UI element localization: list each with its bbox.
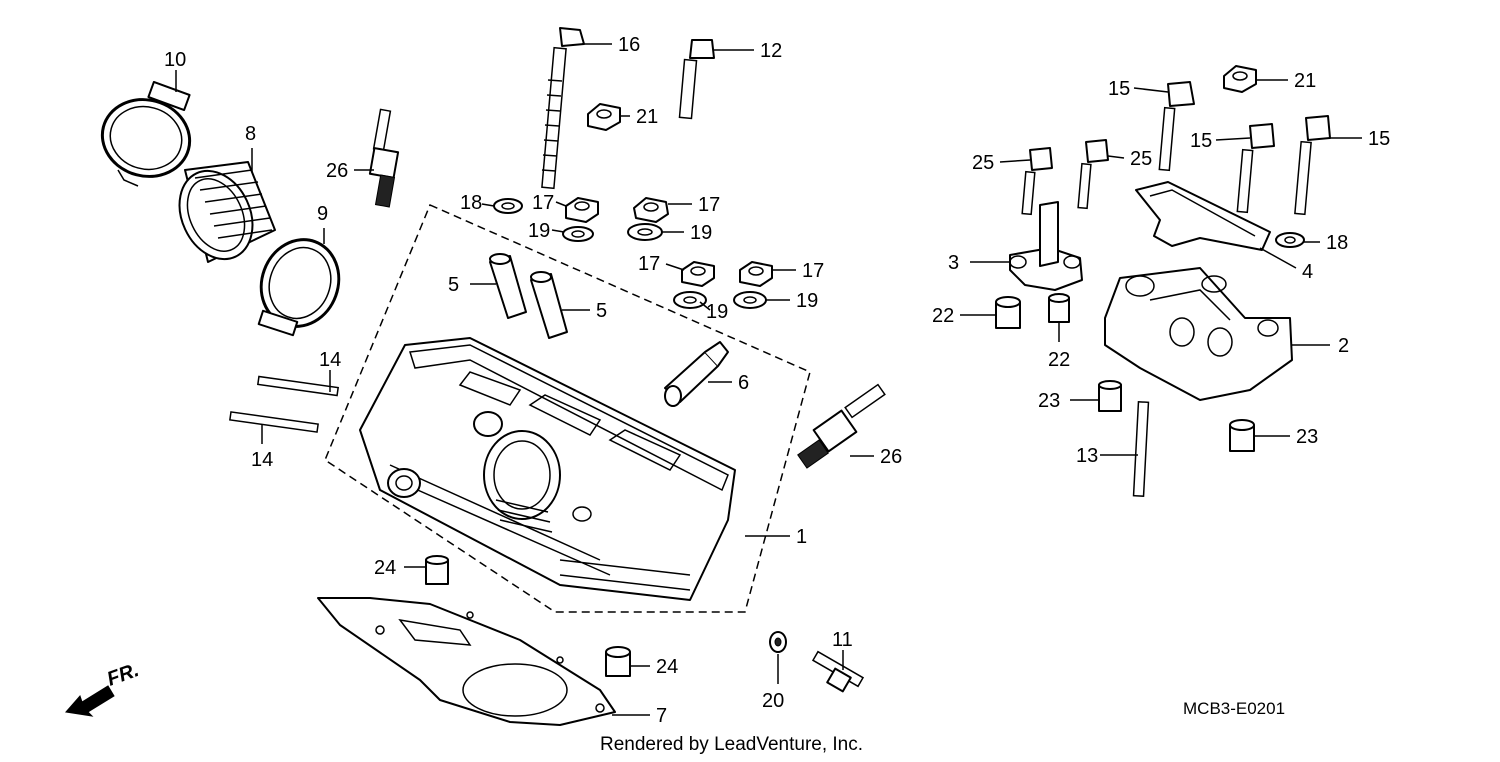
dowel-23-lower[interactable] (1229, 419, 1255, 452)
nut-17-a[interactable] (565, 197, 599, 223)
callout-21-center: 21 (636, 106, 658, 128)
callout-24-lower: 24 (656, 656, 678, 678)
bolt-25-b[interactable] (1077, 139, 1109, 210)
callout-15-a: 15 (1108, 78, 1130, 100)
dowel-pin-24-upper[interactable] (425, 555, 449, 585)
callout-5-left: 5 (448, 274, 459, 296)
callout-6: 6 (738, 372, 749, 394)
callout-18-left: 18 (460, 192, 482, 214)
valve-group-outline (324, 204, 811, 613)
front-marker-text: FR. (104, 659, 142, 691)
callouts: 1 2 3 4 5 5 6 7 8 9 10 11 12 13 14 14 15 (164, 34, 1390, 727)
callout-4: 4 (1302, 261, 1313, 283)
nut-21-center[interactable] (587, 103, 621, 131)
callout-22-left: 22 (932, 305, 954, 327)
callout-7: 7 (656, 705, 667, 727)
callout-16: 16 (618, 34, 640, 56)
bolt-15-b[interactable] (1236, 123, 1275, 214)
valve-guide-6[interactable] (664, 341, 729, 407)
bolt-15-a[interactable] (1158, 81, 1195, 172)
callout-19-c: 19 (706, 301, 728, 323)
bracket-3[interactable] (1009, 201, 1083, 291)
callout-22-right: 22 (1048, 349, 1070, 371)
dowel-22-left[interactable] (995, 296, 1021, 329)
callout-2: 2 (1338, 335, 1349, 357)
intake-bellows-8[interactable] (166, 159, 276, 271)
washer-18-left[interactable] (493, 198, 523, 214)
callout-25-a: 25 (972, 152, 994, 174)
callout-10: 10 (164, 49, 186, 71)
callout-19-d: 19 (796, 290, 818, 312)
callout-12: 12 (760, 40, 782, 62)
callout-26-right: 26 (880, 446, 902, 468)
callout-15-c: 15 (1368, 128, 1390, 150)
callout-15-b: 15 (1190, 130, 1212, 152)
callout-3: 3 (948, 252, 959, 274)
callout-14-lower: 14 (251, 449, 273, 471)
washer-19-b[interactable] (627, 223, 663, 241)
head-gasket-7[interactable] (317, 597, 616, 726)
washer-19-a[interactable] (562, 226, 594, 242)
washer-19-d[interactable] (733, 291, 767, 309)
spark-plug-26-left[interactable] (368, 108, 400, 208)
callout-17-d: 17 (802, 260, 824, 282)
credit-text: Rendered by LeadVenture, Inc. (600, 734, 863, 755)
callout-20: 20 (762, 690, 784, 712)
cylinder-head-1[interactable] (359, 337, 736, 601)
valve-guide-5-right[interactable] (530, 271, 568, 339)
callout-17-c: 17 (638, 253, 660, 275)
dowel-22-right[interactable] (1048, 293, 1070, 323)
callout-17-a: 17 (532, 192, 554, 214)
callout-9: 9 (317, 203, 328, 225)
callout-18-right: 18 (1326, 232, 1348, 254)
dowel-23-upper[interactable] (1098, 380, 1122, 412)
bolt-12[interactable] (678, 39, 715, 120)
bolt-16[interactable] (541, 27, 585, 190)
front-direction-arrow: FR. (65, 659, 142, 717)
spark-plug-26-right[interactable] (797, 383, 886, 469)
stud-bolt-14-lower[interactable] (229, 411, 319, 433)
callout-5-right: 5 (596, 300, 607, 322)
sealing-washer-20[interactable] (769, 631, 787, 653)
callout-23-upper: 23 (1038, 390, 1060, 412)
dowel-pin-24-lower[interactable] (605, 646, 631, 677)
bolt-15-c[interactable] (1294, 115, 1331, 216)
valve-guide-5-left[interactable] (489, 253, 527, 319)
washer-18-right[interactable] (1275, 232, 1305, 248)
plate-4[interactable] (1135, 181, 1271, 251)
callout-13: 13 (1076, 445, 1098, 467)
band-clamp-9[interactable] (249, 229, 351, 338)
callout-1: 1 (796, 526, 807, 548)
callout-24-upper: 24 (374, 557, 396, 579)
rocker-arm-holder-2[interactable] (1104, 267, 1293, 401)
nut-17-d[interactable] (739, 261, 773, 287)
callout-19-b: 19 (690, 222, 712, 244)
callout-25-b: 25 (1130, 148, 1152, 170)
callout-23-lower: 23 (1296, 426, 1318, 448)
stud-11[interactable] (811, 650, 865, 693)
callout-21-right: 21 (1294, 70, 1316, 92)
nut-17-b[interactable] (633, 197, 669, 223)
nut-17-c[interactable] (681, 261, 715, 287)
callout-19-a: 19 (528, 220, 550, 242)
band-clamp-10[interactable] (94, 80, 199, 187)
callout-26-left: 26 (326, 160, 348, 182)
callout-8: 8 (245, 123, 256, 145)
washer-19-c[interactable] (673, 291, 707, 309)
nut-21-right[interactable] (1223, 65, 1257, 93)
callout-14-upper: 14 (319, 349, 341, 371)
stud-bolt-14-upper[interactable] (256, 375, 340, 397)
stud-13[interactable] (1132, 401, 1150, 497)
callout-17-b: 17 (698, 194, 720, 216)
bolt-25-a[interactable] (1021, 147, 1053, 216)
callout-11: 11 (832, 629, 853, 651)
diagram-code: MCB3-E0201 (1183, 699, 1285, 718)
